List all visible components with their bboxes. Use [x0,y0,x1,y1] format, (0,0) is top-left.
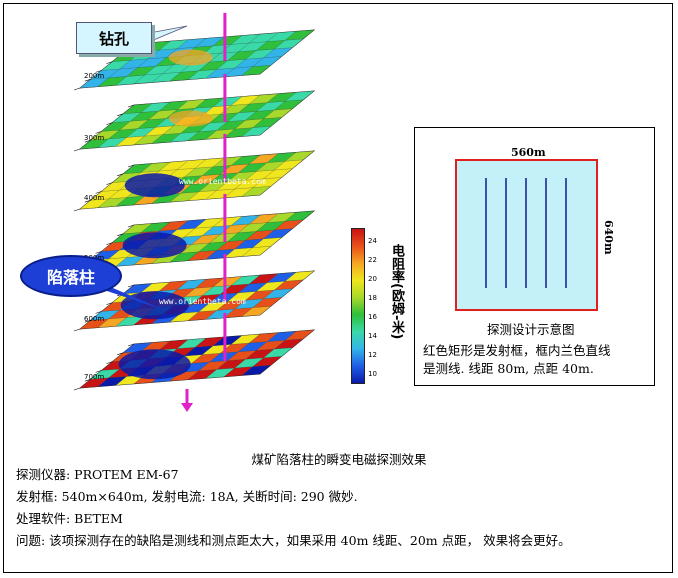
figure-frame: 200m 300m 400m500m 600m 700m www.orientbeta.c… [3,3,673,573]
colorbar-tick: 16 [368,313,377,321]
slice-tick [73,387,81,391]
depth-slice: 400m [73,133,316,212]
slice-tick [95,370,102,373]
slice-tick [73,148,81,152]
colorbar-tick: 14 [368,332,377,340]
anomaly-zone [118,349,191,380]
loop-width-label: 560m [511,146,546,159]
slice-tick [73,328,81,332]
slice-cell [284,90,315,102]
resistivity-colorbar [351,228,365,384]
slice-tick [117,173,124,177]
info-transmitter: 发射框: 540m×640m, 发射电流: 18A, 关断时间: 290 微妙. [16,489,358,504]
colorbar-tick: 12 [368,351,377,359]
slice-tick [84,378,91,382]
info-instrument: 探测仪器: PROTEM EM-67 [16,467,179,482]
anomaly-zone [124,173,185,198]
slice-tick [106,242,113,245]
slice-tick [117,113,124,117]
info-problem: 问题: 该项探测存在的缺陷是测线和测点距太大，如果采用 40m 线距、20m 点… [16,533,571,548]
slice-tick [106,361,113,364]
collapse-column-callout: 陷落柱 [20,255,122,297]
anomaly-zone [122,232,187,259]
slice-tick [106,302,113,305]
slice-tick [95,311,102,314]
slice-tick [106,61,113,64]
slice-cell [284,150,315,162]
depth-label: 400m [84,194,104,202]
slice-tick [106,122,113,125]
colorbar-tick: 20 [368,275,377,283]
watermark: www.orientbeta.com [159,297,246,306]
collapse-callout-pointer [99,282,164,310]
slice-tick [127,284,135,288]
schematic-title: 探测设计示意图 [487,322,575,337]
slice-tick [95,191,102,194]
drill-hole-callout: 钻孔 [76,22,152,54]
slice-tick [117,352,124,356]
anomaly-zone [120,291,189,320]
depth-label: 200m [84,72,104,80]
figure-caption: 煤矿陷落柱的瞬变电磁探测效果 [251,452,427,467]
slice-tick [84,78,91,82]
schematic-description-line-1: 红色矩形是发射框，框内兰色直线 [423,343,611,358]
slice-cell [284,29,315,41]
watermark: www.orientbeta.com [179,177,266,186]
slice-cell [284,329,315,341]
colorbar-tick: 10 [368,370,377,378]
depth-slice: 500m [73,193,316,272]
loop-height-label: 640m [602,220,615,255]
slice-tick [73,208,81,212]
colorbar-label: 电阻率(欧姆-米) [389,244,404,340]
anomaly-zone [168,49,213,66]
slice-tick [106,182,113,185]
slice-tick [95,251,102,254]
colorbar-tick: 18 [368,294,377,302]
slice-cell [284,270,315,282]
slice-tick [127,104,135,108]
slice-tick [127,164,135,168]
info-software: 处理软件: BETEM [16,511,123,526]
slice-tick [95,70,102,73]
schematic-description-line-2: 是测线. 线距 80m, 点距 40m. [423,361,594,376]
resistivity-slice-stack: 200m 300m 400m500m 600m 700m www.orientbeta.c… [73,12,316,412]
depth-slice: 600m [73,253,316,332]
depth-label: 600m [84,315,104,323]
schematic-drawing: 560m 640m [455,146,615,311]
colorbar-tick: 24 [368,237,377,245]
anomaly-zone [168,110,213,127]
slice-tick [95,131,102,134]
drill-hole-arrowhead [181,403,193,412]
depth-label: 300m [84,134,104,142]
slice-tick [84,199,91,203]
depth-slice: 300m [73,73,316,152]
slice-tick [73,87,81,91]
depth-label: 700m [84,373,104,381]
colorbar-tick: 22 [368,256,377,264]
depth-slice: 700m [73,312,316,391]
slice-tick [117,233,124,237]
slice-tick [127,224,135,228]
slice-tick [84,319,91,323]
slice-cell [284,210,315,222]
slice-tick [84,139,91,143]
slice-tick [127,343,135,347]
survey-design-schematic: 560m 640m 探测设计示意图 红色矩形是发射框，框内兰色直线 是测线. 线距… [414,127,655,386]
